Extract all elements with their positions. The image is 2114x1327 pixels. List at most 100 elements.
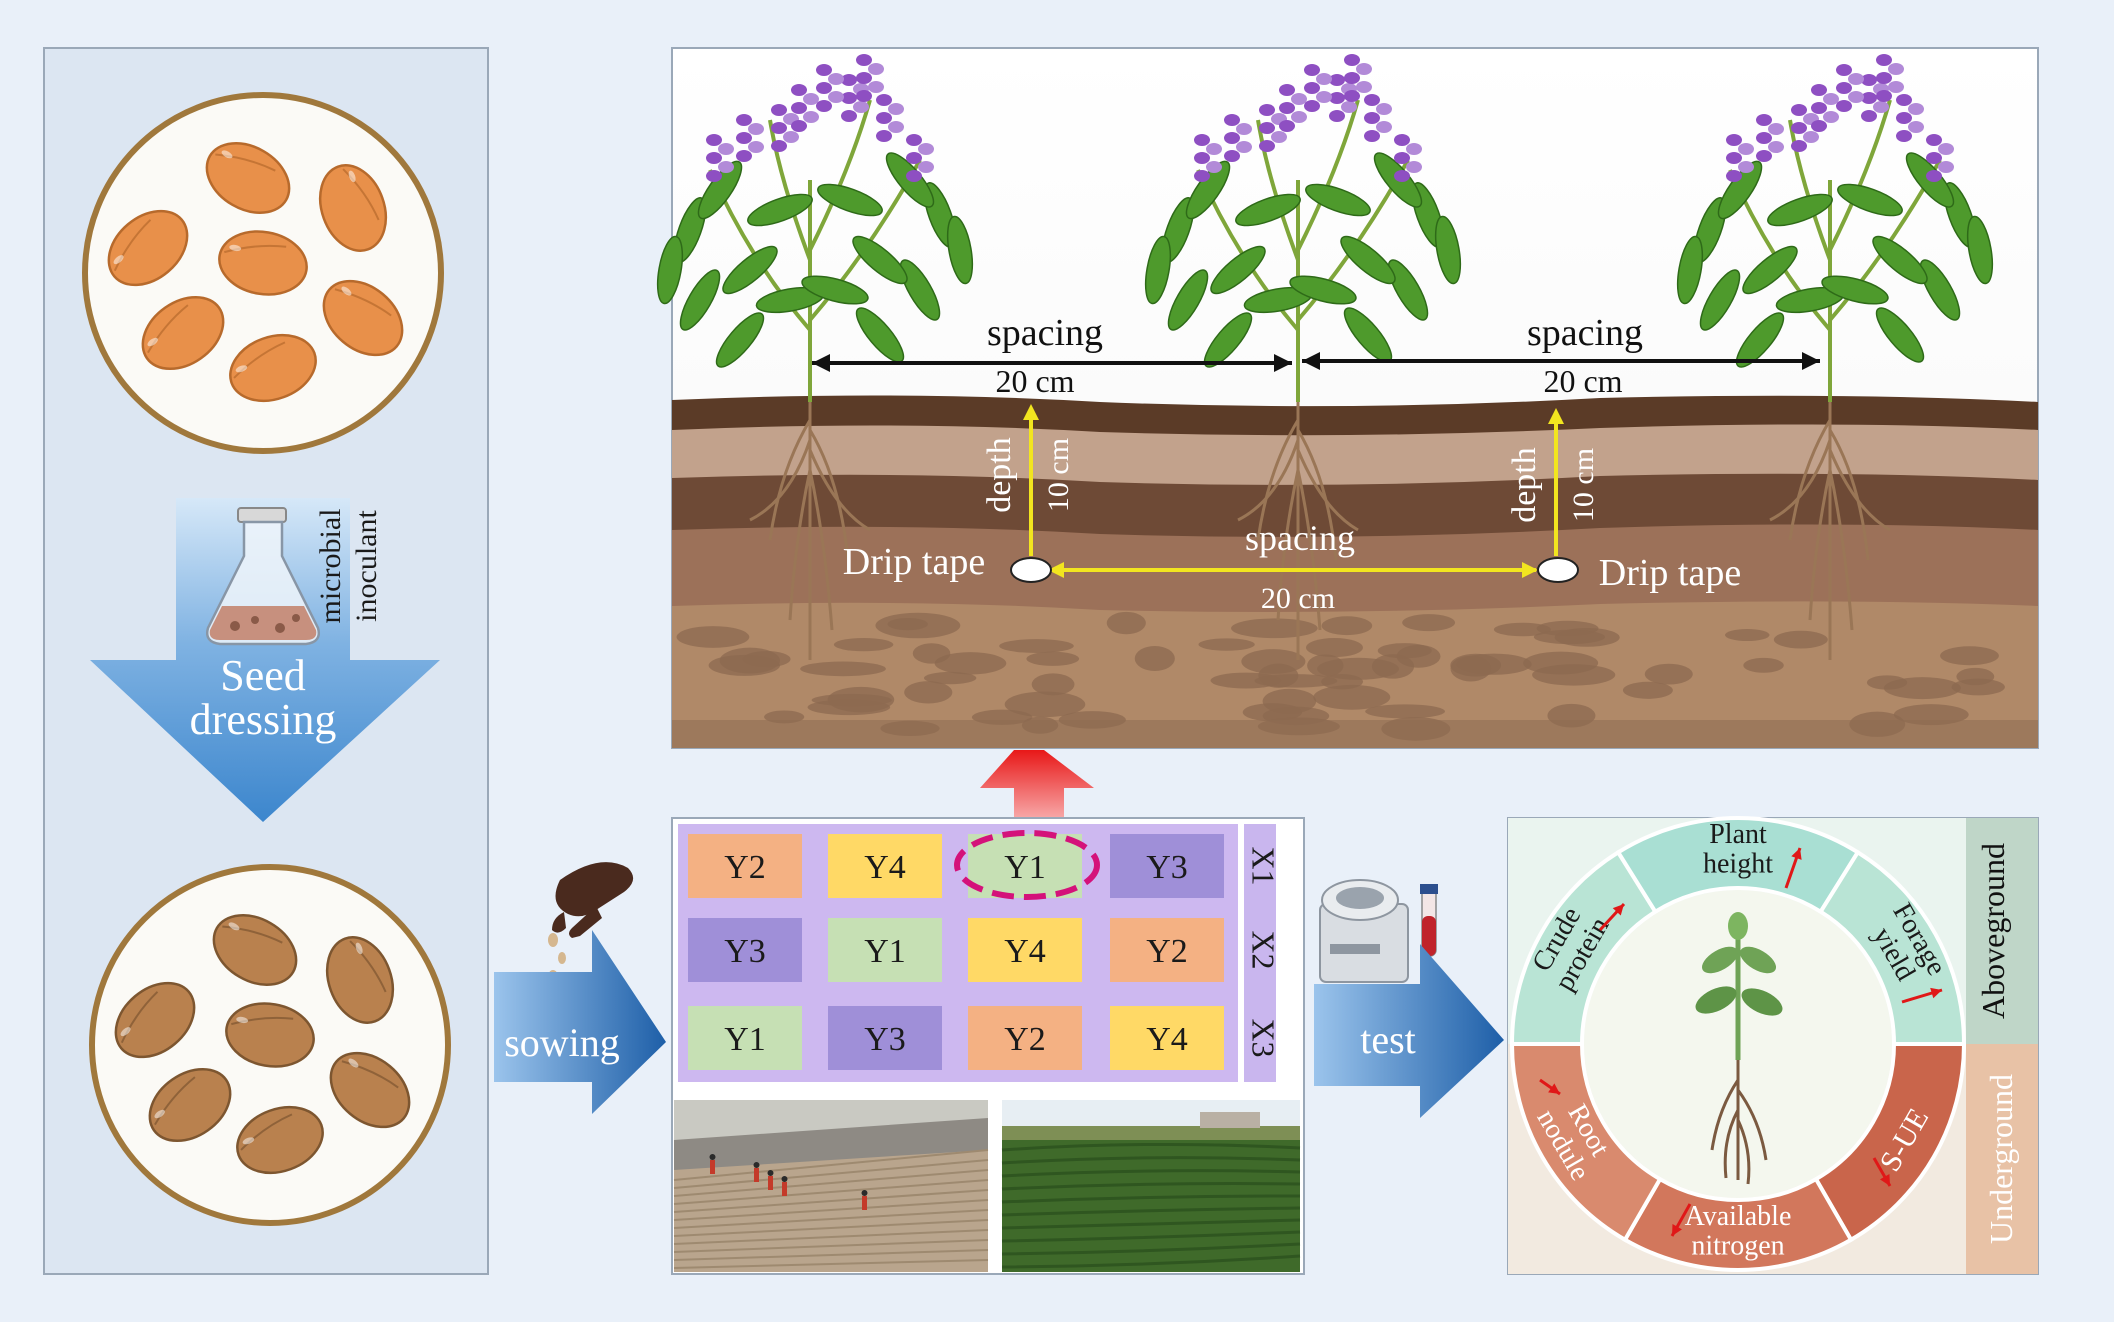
seed — [141, 295, 225, 371]
dressed-seeds — [114, 914, 411, 1175]
inoculant-label: inoculant — [350, 510, 383, 622]
plot-cell-label: Y2 — [1146, 933, 1188, 970]
plot-cell-label: Y4 — [1004, 933, 1046, 970]
field-photo-sowing — [673, 1100, 989, 1272]
dressed-seed-dish — [89, 864, 451, 1226]
plot-cell: Y3 — [1110, 834, 1224, 898]
drip-spacing-value: 20 cm — [1261, 582, 1335, 615]
plot-cell: Y3 — [688, 918, 802, 982]
flask-icon — [206, 507, 320, 646]
drip-tape-right-label: Drip tape — [1599, 552, 1741, 594]
drip-tape-right-icon — [1537, 557, 1579, 583]
plot-cell: Y2 — [688, 834, 802, 898]
raw-seed-dish — [82, 92, 444, 454]
seed-label: Seed — [220, 651, 306, 700]
depth-label-left: depth — [981, 437, 1018, 513]
plot-cell: Y4 — [968, 918, 1082, 982]
plant-spacing-right: spacing 20 cm — [1302, 312, 1820, 399]
plot-cell: Y2 — [1110, 918, 1224, 982]
field-cross-section: spacing 20 cm spacing 20 cm depth 10 cm … — [656, 47, 2039, 749]
plot-cell: Y1 — [828, 918, 942, 982]
seed — [325, 936, 395, 1024]
alfalfa-plant — [1676, 54, 1994, 660]
plot-cell-label: Y2 — [1004, 1021, 1046, 1058]
seed — [205, 142, 291, 214]
plot-cell-label: Y3 — [1146, 849, 1188, 886]
alfalfa-plant — [1144, 54, 1462, 660]
plot-row-label: X2 — [1246, 930, 1282, 969]
plot-row-label: X1 — [1246, 846, 1282, 885]
plot-cell: Y4 — [828, 834, 942, 898]
sowing-arrow — [494, 930, 666, 1114]
plot-cell-label: Y2 — [724, 849, 766, 886]
seed — [218, 230, 308, 296]
alfalfa-plant — [656, 54, 974, 660]
seed — [236, 1105, 324, 1175]
spacing-value-right: 20 cm — [1543, 363, 1622, 399]
drip-tape-left-label: Drip tape — [843, 541, 985, 583]
underground-band — [1966, 1044, 2038, 1274]
drip-tape-left-icon — [1010, 557, 1052, 583]
test-tube-icon — [1420, 884, 1438, 957]
plot-cell: Y4 — [1110, 1006, 1224, 1070]
plot-cell-label: Y4 — [864, 849, 906, 886]
aboveground-label: Aboveground — [1975, 843, 2011, 1019]
plot-cell: Y1 — [688, 1006, 802, 1070]
dressing-label: dressing — [190, 695, 337, 744]
seed — [107, 209, 189, 287]
depth-value-left: 10 cm — [1042, 438, 1075, 512]
plot-cell-label: Y1 — [864, 933, 906, 970]
plot-cell: Y2 — [968, 1006, 1082, 1070]
seed — [114, 981, 196, 1059]
depth-guide-right: depth 10 cm — [1506, 408, 1600, 556]
alfalfa-plants — [656, 54, 1994, 660]
test-arrow — [1314, 944, 1504, 1118]
depth-label-right: depth — [1506, 447, 1543, 523]
underground-label: Underground — [1983, 1074, 2019, 1244]
aboveground-band — [1966, 818, 2038, 1044]
depth-guide-left: depth 10 cm — [981, 404, 1075, 556]
sowing-step: sowing — [494, 862, 666, 1114]
centrifuge-icon — [1319, 879, 1409, 983]
plot-cell: Y1 — [968, 834, 1082, 898]
microbial-label: microbial — [314, 509, 347, 624]
spacing-label-right: spacing — [1527, 312, 1643, 354]
spacing-label-left: spacing — [987, 312, 1103, 354]
raw-seeds — [107, 142, 404, 403]
zoom-up-arrow — [980, 750, 1094, 822]
seed — [229, 333, 317, 403]
plot-cell: Y3 — [828, 1006, 942, 1070]
seedling-icon — [1695, 912, 1783, 1185]
plot-cell-label: Y3 — [864, 1021, 906, 1058]
highlight-circle — [954, 830, 1100, 900]
test-label: test — [1360, 1017, 1416, 1062]
field-photo-crop — [1001, 1100, 1301, 1272]
sowing-label: sowing — [504, 1020, 620, 1065]
seed-dressing-panel: microbial inoculant Seed dressing — [43, 47, 489, 1275]
plot-cell-label: Y3 — [724, 933, 766, 970]
wheel-segment — [1509, 1042, 1663, 1243]
seed — [148, 1067, 232, 1143]
depth-value-right: 10 cm — [1567, 448, 1600, 522]
plot-cell-label: Y1 — [1004, 849, 1046, 886]
drip-spacing-label: spacing — [1245, 518, 1355, 558]
seed — [322, 279, 404, 357]
seed — [225, 1002, 315, 1068]
plot-cell-label: Y1 — [724, 1021, 766, 1058]
seed-dressing-arrow: microbial inoculant Seed dressing — [90, 498, 440, 822]
spacing-value-left: 20 cm — [995, 363, 1074, 399]
plant-spacing-left: spacing 20 cm — [812, 312, 1292, 399]
hand-icon — [548, 862, 634, 984]
seed — [329, 1051, 411, 1129]
plot-row-label: X3 — [1246, 1018, 1282, 1057]
plot-cell-label: Y4 — [1146, 1021, 1188, 1058]
drip-tape-spacing: spacing 20 cm — [1048, 518, 1538, 615]
test-step: test — [1314, 879, 1504, 1118]
